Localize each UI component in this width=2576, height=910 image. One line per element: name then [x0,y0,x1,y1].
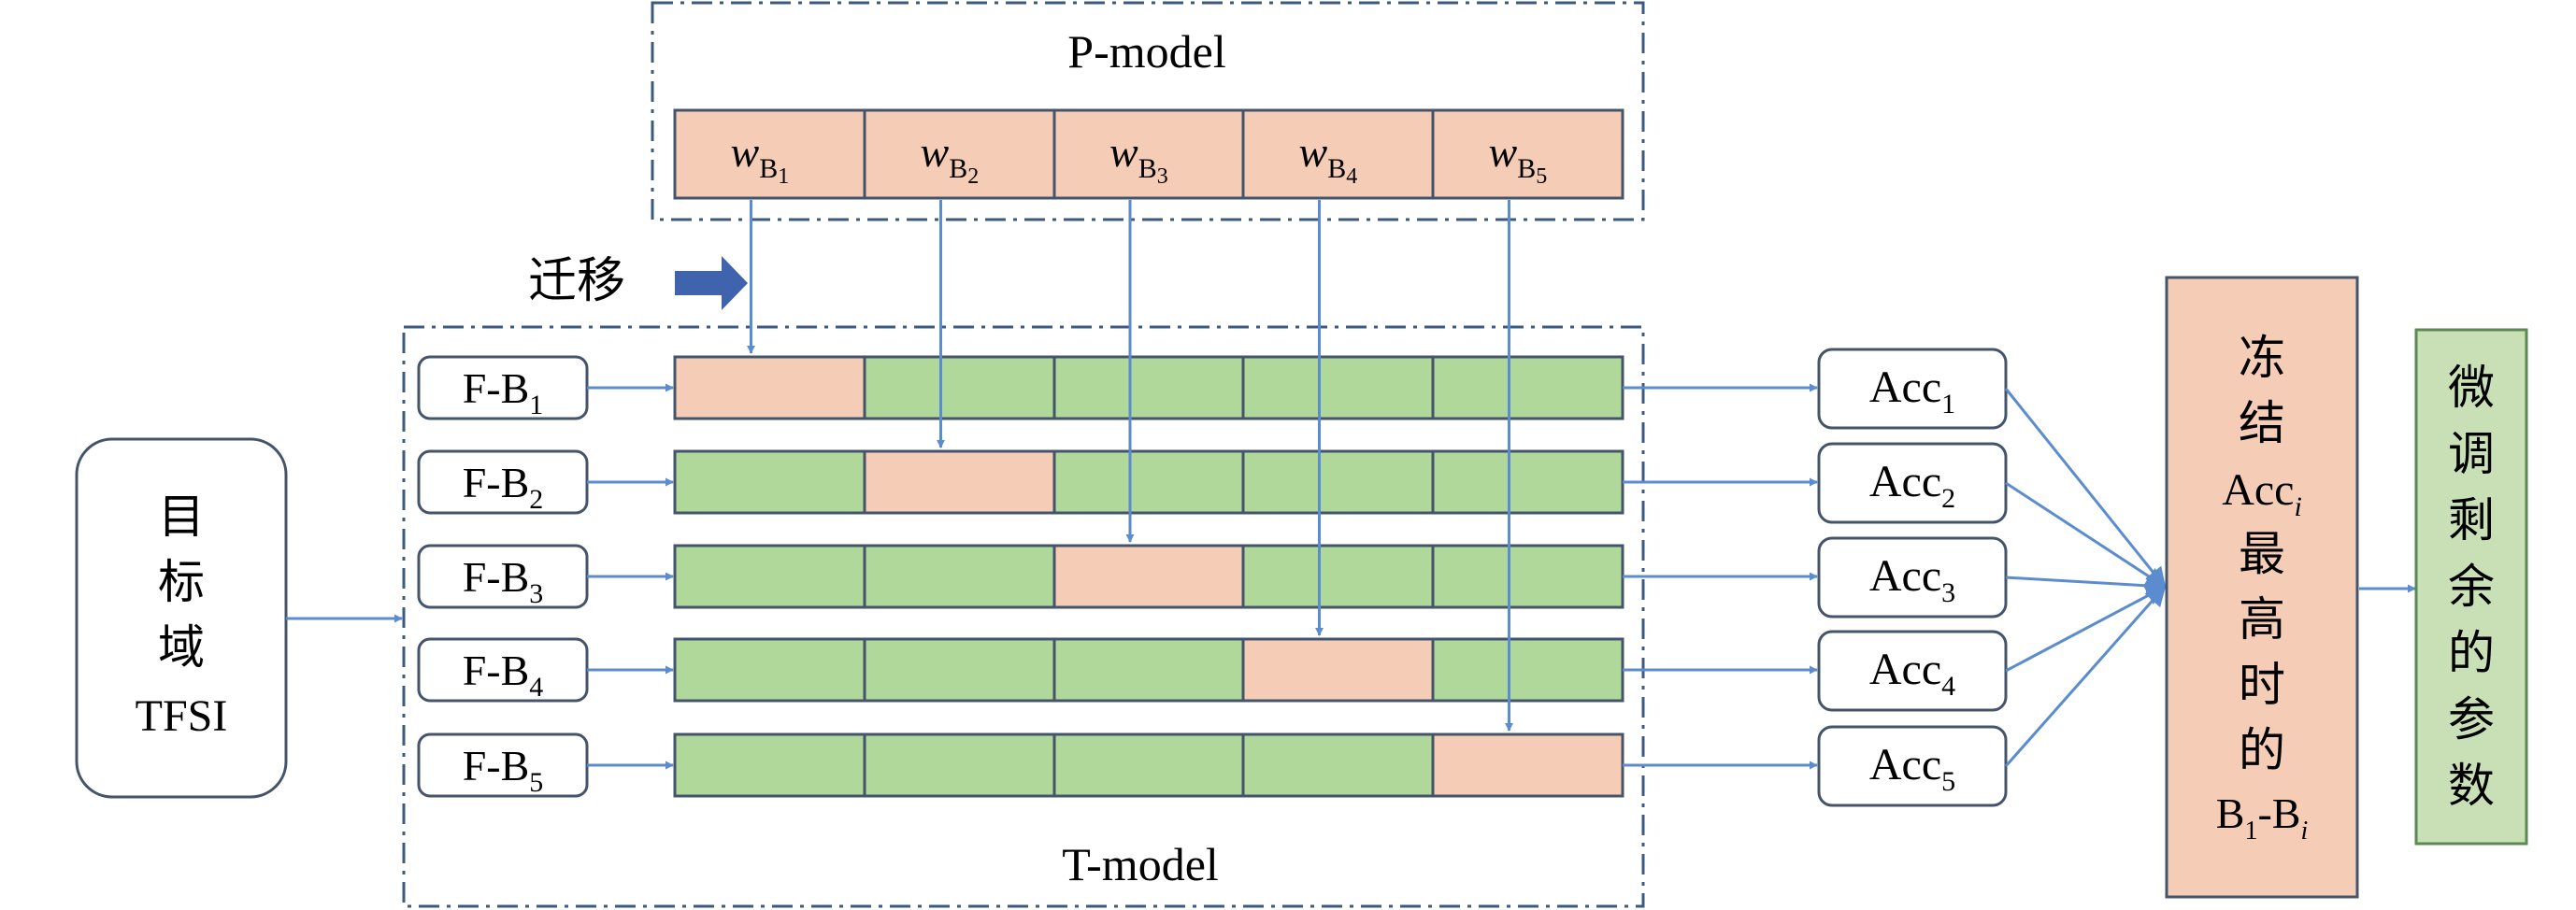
row-1-block-1 [673,355,866,420]
row-5-block-4 [1241,732,1435,798]
t-model-rows: F-B1F-B2F-B3F-B4F-B5 [417,355,1818,798]
row-3-block-2 [863,544,1056,609]
row-2-block-3 [1052,449,1245,515]
finetune-box [2414,328,2528,846]
acc-label-4: Acc4 [1869,645,1955,702]
freeze-line-1: 冻 [2239,331,2285,385]
f-b-label-1: F-B1 [463,364,544,420]
f-b-label-3: F-B3 [463,553,544,609]
finetune-line-3: 剩 [2448,493,2495,547]
freeze-line-2: 结 [2239,396,2285,450]
acc-label-3: Acc3 [1869,551,1955,608]
freeze-line-5: 时 [2239,658,2285,712]
acc-label-1: Acc1 [1869,363,1955,419]
target-domain-line-4: TFSI [136,691,228,741]
target-domain-line-2: 标 [158,555,205,609]
transfer-weight-arrows [747,200,1513,732]
finetune-line-2: 调 [2448,427,2495,481]
row-4-block-2 [863,637,1056,703]
acc-to-freeze-arrow-2 [2005,481,2167,589]
row-4-block-3 [1052,637,1245,703]
row-3-block-3 [1052,544,1245,609]
f-b-label-2: F-B2 [463,459,544,515]
p-weight-block-5 [1431,108,1624,200]
acc-label-2: Acc2 [1869,457,1955,514]
acc-to-freeze-arrow-5 [2004,585,2167,767]
finetune-line-1: 微 [2448,361,2495,415]
finetune-line-7: 数 [2448,759,2495,813]
row-2-block-1 [673,449,866,515]
row-3-block-4 [1241,544,1435,609]
row-4-block-1 [673,637,866,703]
p-model-frame [651,1,1645,221]
row-5-block-1 [673,732,866,798]
p-weight-block-3 [1052,108,1245,200]
acc-to-freeze-arrow-1 [2004,388,2167,589]
p-weight-label-1: wB1 [731,128,790,189]
p-weight-label-4: wB4 [1299,128,1358,189]
row-2-block-2 [863,449,1056,515]
finetune-line-4: 余 [2448,560,2495,614]
row-3-block-1 [673,544,866,609]
row-3-block-5 [1431,544,1624,609]
f-b-label-4: F-B4 [463,647,544,703]
p-weight-label-3: wB3 [1109,128,1168,189]
freeze-box [2165,276,2359,899]
row-2-block-5 [1431,449,1624,515]
transfer-arrow [675,256,748,310]
row-1-block-3 [1052,355,1245,420]
freeze-line-4: 高 [2239,592,2285,647]
p-model-weight-blocks: wB1 wB2 wB3 wB4 wB5 [673,108,1624,200]
f-b-label-5: F-B5 [463,742,544,798]
p-model-title: P-model [1067,25,1225,78]
row-1-block-2 [863,355,1056,420]
row-4-block-4 [1241,637,1435,703]
acc-to-freeze-arrow-3 [2005,575,2168,596]
p-weight-label-2: wB2 [921,128,980,189]
acc-label-5: Acc5 [1869,740,1955,797]
row-4-block-5 [1431,637,1624,703]
target-domain-text: 目标域 TFSI [136,490,228,741]
acc-to-freeze-arrow-4 [2005,585,2167,673]
p-weight-block-2 [863,108,1056,200]
finetune-line-6: 参 [2448,692,2495,746]
freeze-acc-label: Acci [2222,465,2302,522]
t-model-frame [402,325,1645,908]
freeze-range-label: B1-Bi [2216,789,2308,846]
target-domain-line-1: 目 [158,490,205,544]
row-5-block-2 [863,732,1056,798]
freeze-line-3: 最 [2239,527,2285,581]
row-1-block-5 [1431,355,1624,420]
target-domain-line-3: 域 [158,620,205,675]
finetune-line-5: 的 [2448,626,2495,680]
t-model-title: T-model [1062,838,1219,890]
row-1-block-4 [1241,355,1435,420]
p-weight-label-5: wB5 [1489,128,1548,189]
freeze-line-6: 的 [2239,723,2285,777]
row-5-block-5 [1431,732,1624,798]
transfer-label: 迁移 [528,253,625,309]
row-5-block-3 [1052,732,1245,798]
row-2-block-4 [1241,449,1435,515]
